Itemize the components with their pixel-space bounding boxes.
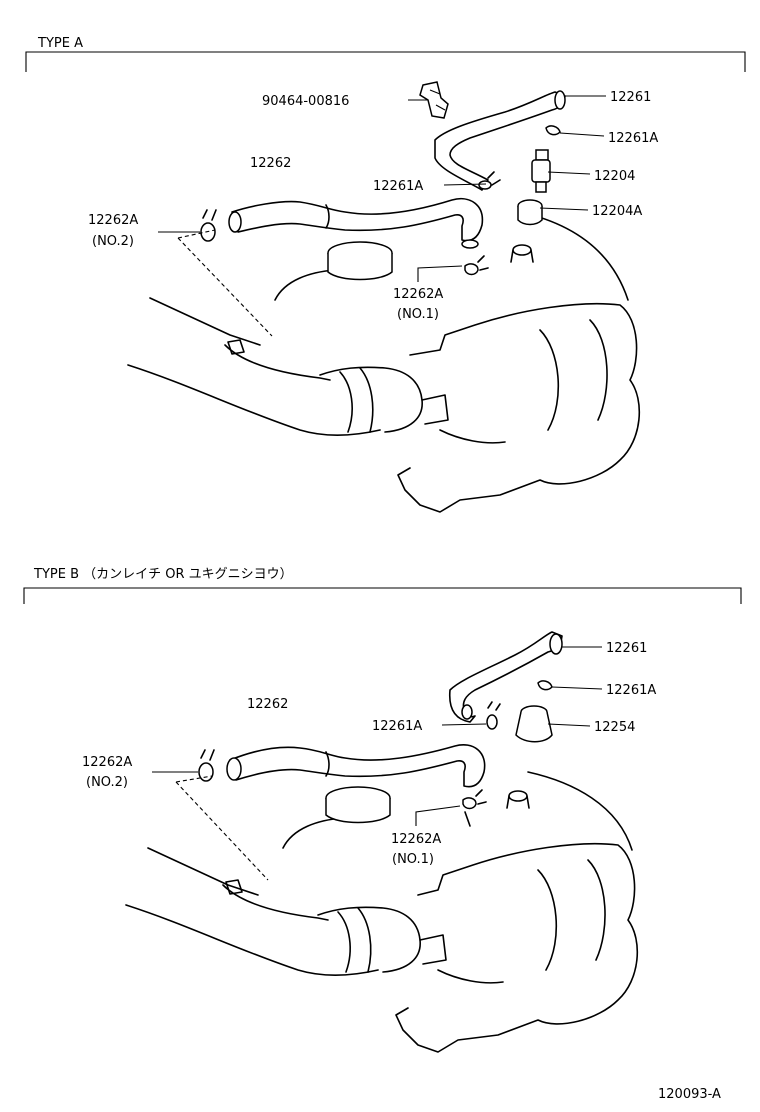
clamp-12262a-no2-b xyxy=(198,762,214,782)
label-12261a-mid-a: 12261A xyxy=(373,179,423,194)
label-no1-a: (NO.1) xyxy=(397,307,439,322)
label-12261a-mid-b: 12261A xyxy=(372,719,422,734)
label-12261a-top-b: 12261A xyxy=(606,683,656,698)
label-12262a-no1-b: 12262A xyxy=(391,832,441,847)
clamp-12262a-no1-b xyxy=(462,797,477,810)
label-12204a-a: 12204A xyxy=(592,204,642,219)
pcv-hose-12261-b xyxy=(448,631,563,723)
clip-12261a-top-b xyxy=(537,680,553,691)
filler-cap-a xyxy=(327,241,393,281)
label-12261-b: 12261 xyxy=(606,641,647,656)
ventilation-hose-12262-b xyxy=(229,744,486,788)
label-12262a-no2-b: 12262A xyxy=(82,755,132,770)
engine-block-a xyxy=(127,211,641,513)
label-no1-b: (NO.1) xyxy=(392,852,434,867)
filler-cap-b xyxy=(325,786,391,824)
hose-clip-90464-a xyxy=(419,81,449,119)
label-12262-b: 12262 xyxy=(247,697,288,712)
pcv-valve-12204-a xyxy=(531,149,551,193)
label-no2-a: (NO.2) xyxy=(92,234,134,249)
clamp-12262a-no1-a xyxy=(464,263,479,276)
type-b-section: TYPE B （カンレイチ OR ユキグニシヨウ） xyxy=(23,567,742,1053)
label-90464-00816: 90464-00816 xyxy=(262,94,349,109)
type-a-title: TYPE A xyxy=(37,36,83,51)
grommet-12204a-a xyxy=(510,199,543,263)
engine-block-b xyxy=(125,771,639,1053)
type-b-title: TYPE B （カンレイチ OR ユキグニシヨウ） xyxy=(33,567,293,582)
cover-12254-b xyxy=(506,705,553,809)
ventilation-hose-12262-a xyxy=(231,198,484,242)
label-12262a-no1-a: 12262A xyxy=(393,287,443,302)
type-a-section: TYPE A xyxy=(25,36,746,513)
label-12262-a: 12262 xyxy=(250,156,291,171)
type-b-bracket xyxy=(23,587,742,604)
label-12254-b: 12254 xyxy=(594,720,635,735)
label-12262a-no2-a: 12262A xyxy=(88,213,138,228)
type-a-bracket xyxy=(25,51,746,72)
diagram-code: 120093-A xyxy=(658,1087,721,1102)
label-12261-a: 12261 xyxy=(610,90,651,105)
clip-12261a-mid-b xyxy=(486,714,498,730)
label-12204-a: 12204 xyxy=(594,169,635,184)
label-12261a-top-a: 12261A xyxy=(608,131,658,146)
clip-12261a-top-a xyxy=(545,125,561,136)
pcv-hose-12261-a xyxy=(434,91,566,191)
label-no2-b: (NO.2) xyxy=(86,775,128,790)
clip-12261a-mid-a xyxy=(487,171,501,186)
